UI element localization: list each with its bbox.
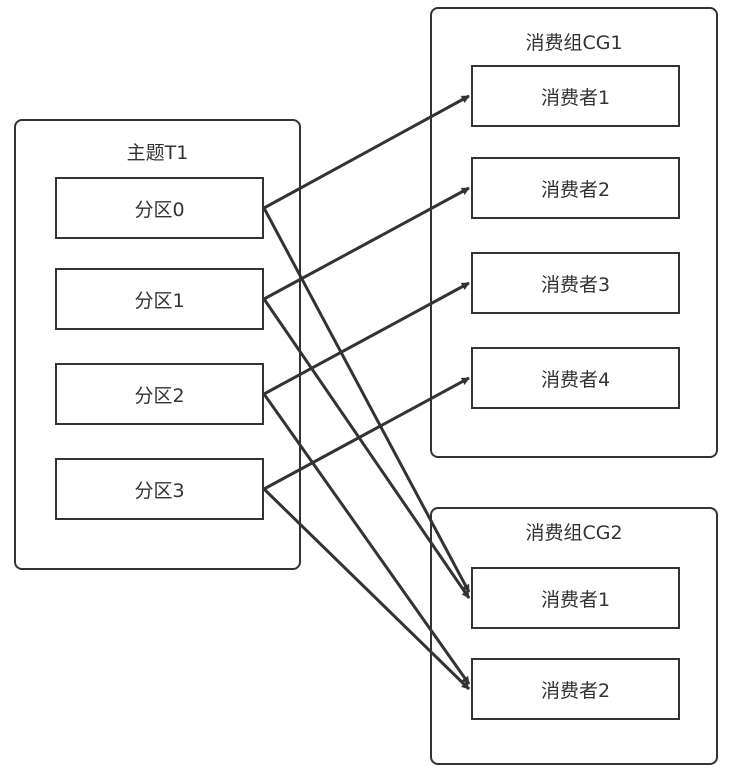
- cg1-consumer-3[interactable]: 消费者3: [471, 252, 680, 314]
- cg2-consumer-1[interactable]: 消费者1: [471, 567, 680, 629]
- cg1-consumer-1[interactable]: 消费者1: [471, 65, 680, 127]
- topic-t1-title: 主题T1: [126, 142, 189, 164]
- consumer-group-cg2-container: 消费组CG2: [430, 507, 718, 765]
- consumer-group-cg2-title: 消费组CG2: [525, 522, 623, 544]
- consumer-group-cg1-title: 消费组CG1: [525, 32, 623, 54]
- partition-1[interactable]: 分区1: [55, 268, 264, 330]
- partition-0[interactable]: 分区0: [55, 177, 264, 239]
- partition-3[interactable]: 分区3: [55, 458, 264, 520]
- cg2-consumer-2[interactable]: 消费者2: [471, 658, 680, 720]
- partition-2[interactable]: 分区2: [55, 363, 264, 425]
- cg1-consumer-2[interactable]: 消费者2: [471, 157, 680, 219]
- cg1-consumer-4[interactable]: 消费者4: [471, 347, 680, 409]
